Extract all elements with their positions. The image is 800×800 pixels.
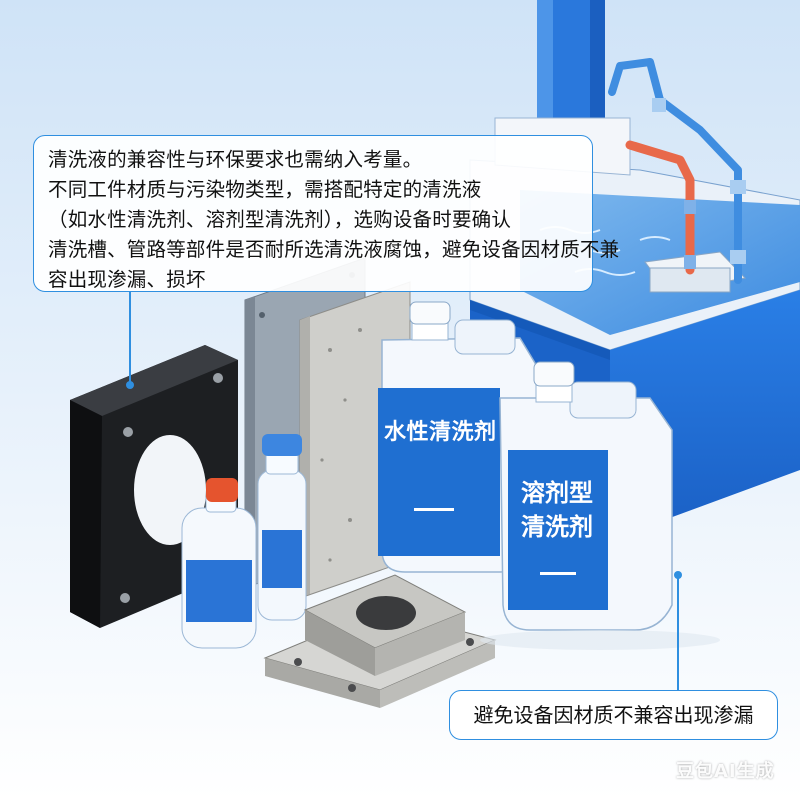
bottle-orange-cap <box>181 478 257 649</box>
flange-plate <box>263 574 497 708</box>
callout-line-3: （如水性清洗剂、溶剂型清洗剂），选购设备时要确认 <box>48 208 512 231</box>
jug-water-label: 水性清洗剂 <box>384 420 497 445</box>
callout-line-4: 清洗槽、管路等部件是否耐所选清洗液腐蚀，避免设备因材质不兼 <box>48 238 620 261</box>
jug-solvent-label-panel <box>508 450 608 610</box>
callout-line-2: 不同工件材质与污染物类型，需搭配特定的清洗液 <box>48 178 482 201</box>
watermark: 豆包AI生成 <box>676 761 775 782</box>
callout-line-1: 清洗液的兼容性与环保要求也需纳入考量。 <box>48 148 423 171</box>
support-column <box>537 0 605 140</box>
callout-main: 清洗液的兼容性与环保要求也需纳入考量。 不同工件材质与污染物类型，需搭配特定的清… <box>33 135 620 292</box>
leader-line-main <box>126 292 134 389</box>
pipe-red <box>625 140 696 275</box>
callout-line-5: 容出现渗漏、损坏 <box>48 268 206 291</box>
bottle-blue-cap <box>257 434 307 621</box>
callout-small: 避免设备因材质不兼容出现渗漏 <box>449 690 778 740</box>
leader-line-small <box>674 571 682 690</box>
jug-water-label-panel <box>378 388 500 556</box>
pipe-blue <box>608 58 746 284</box>
jug-solvent-label-line1: 溶剂型 <box>521 479 593 507</box>
jug-water-based <box>378 301 539 573</box>
jug-solvent-based <box>499 361 673 631</box>
jug-solvent-label-line2: 清洗剂 <box>521 513 593 541</box>
flange-hole <box>356 596 416 630</box>
black-gasket <box>70 345 238 628</box>
